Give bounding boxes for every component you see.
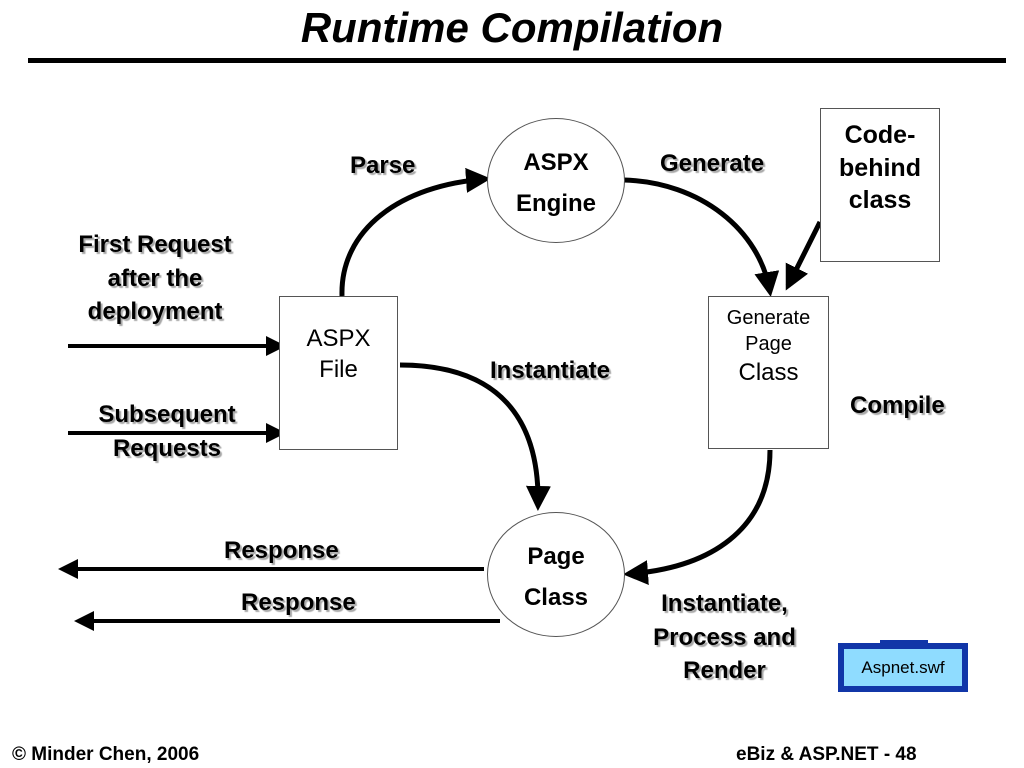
aspx-engine-node: ASPX Engine (487, 118, 625, 243)
first-request-line-1: First Request (78, 231, 232, 258)
footer-copyright: © Minder Chen, 2006 (12, 744, 200, 765)
instantiate-process-render-line-1: Instantiate, (661, 590, 788, 617)
aspx-engine-line-2: Engine (515, 189, 596, 217)
response-label-1: Response (224, 537, 339, 564)
instantiate-arrow (399, 362, 551, 511)
code-behind-node: Code- behind class (820, 108, 940, 262)
instantiate-label: Instantiate (490, 357, 611, 384)
subsequent-requests-label: Subsequent Requests (60, 398, 274, 465)
code-behind-line-2: behind (839, 153, 921, 182)
aspnet-swf-label: Aspnet.swf (844, 649, 962, 686)
compile-label: Compile (850, 392, 945, 419)
generate-page-class-line-1: Generate (726, 307, 811, 329)
aspx-file-line-1: ASPX (306, 325, 371, 352)
page-class-line-1: Page (527, 543, 585, 570)
first-request-line-3: deployment (87, 298, 223, 326)
generate-page-class-line-3: Class (738, 359, 799, 386)
instantiate-process-render-line-3: Render (683, 657, 766, 685)
instantiate-process-render-line-2: Process and (653, 623, 796, 651)
generate-label: Generate (660, 150, 765, 177)
subsequent-requests-line-1: Subsequent (98, 401, 236, 428)
title-divider (28, 58, 1006, 63)
first-request-label: First Request after the deployment (40, 228, 270, 329)
generate-arrow (623, 177, 780, 297)
instantiate-process-render-label: Instantiate, Process and Render (632, 587, 817, 688)
first-request-line-2: after the (107, 264, 203, 292)
compile-arrow (623, 449, 773, 585)
aspnet-swf-button[interactable]: Aspnet.swf (838, 643, 968, 692)
page-class-node: Page Class (487, 512, 625, 637)
generate-page-class-node: Generate Page Class (708, 296, 829, 449)
code-behind-line-3: class (848, 186, 912, 214)
aspx-file-node: ASPX File (279, 296, 398, 450)
aspx-file-line-2: File (319, 356, 358, 384)
subsequent-requests-line-2: Requests (112, 434, 222, 462)
footer-page-number: eBiz & ASP.NET - 48 (736, 744, 917, 765)
page-class-line-2: Class (523, 583, 589, 611)
page-title: Runtime Compilation (300, 4, 724, 51)
generate-page-class-line-2: Page (745, 333, 792, 355)
parse-arrow (339, 167, 491, 297)
aspx-engine-line-1: ASPX (523, 149, 589, 176)
response-label-2: Response (241, 589, 356, 616)
parse-label: Parse (350, 152, 416, 179)
code-behind-arrow (785, 220, 823, 291)
code-behind-line-1: Code- (844, 121, 916, 149)
